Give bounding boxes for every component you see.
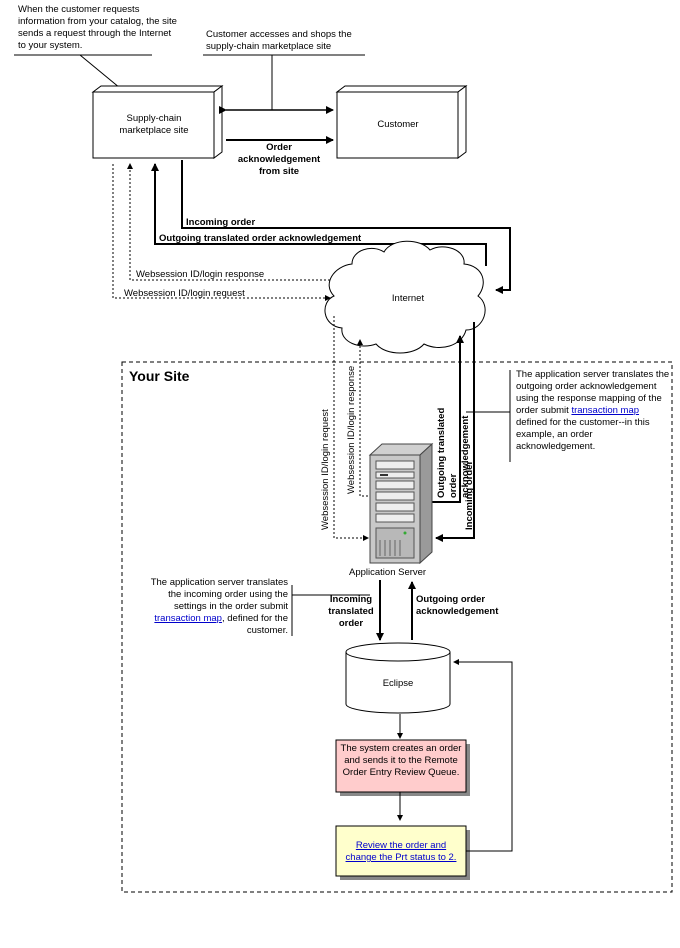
your-site-boundary [121,361,673,893]
eclipse-database [345,642,451,714]
transaction-map-link-outgoing[interactable]: transaction map [571,405,640,416]
server-icon [368,442,434,565]
translate-outgoing-text-post: defined for the customer--in this exampl… [516,417,650,452]
your-site-title: Your Site [129,368,190,384]
incoming-order-vertical [435,322,475,542]
translate-incoming-text-pre: The application server translates the in… [150,577,288,612]
websession-request-path [112,164,331,301]
outgoing-translated-ack-label: Outgoing translated order acknowledgemen… [159,233,362,244]
transaction-map-link-incoming[interactable]: transaction map [154,613,222,624]
eclipse-label: Eclipse [382,678,414,689]
marketplace-box [91,85,224,159]
translate-outgoing-note: The application server translates the ou… [516,369,672,453]
vertical-incoming-order-label: Incoming order [464,460,475,530]
outgoing-ack-path [151,163,487,266]
websession-response-vertical [357,339,368,497]
incoming-translated-order-label: Incoming translated order [328,594,374,629]
outgoing-order-ack-label: Outgoing order acknowledgement [416,594,499,617]
incoming-order-path [181,160,511,294]
translate-outgoing-text-pre: The application server translates the ou… [516,369,670,416]
customer-box [335,85,468,159]
internet-label: Internet [391,293,425,304]
system-creates-text: The system creates an order and sends it… [340,743,462,778]
incoming-order-label: Incoming order [186,217,256,228]
customer-request-note: When the customer requests information f… [18,4,177,51]
outgoing-translated-vertical [432,335,464,503]
websession-request-label: Websession ID/login request [124,288,245,299]
note-leader [79,54,121,89]
review-box [335,825,467,877]
review-order-link[interactable]: Review the order and change the Prt stat… [345,840,457,863]
customer-shops-note: Customer accesses and shops the supply-c… [206,29,352,52]
websession-response-path [127,163,350,281]
customer-label: Customer [377,119,419,130]
order-ack-from-site-label: Order acknowledgement from site [237,142,321,177]
translate-incoming-note: The application server translates the in… [138,577,288,637]
marketplace-label: Supply-chain marketplace site [119,113,189,136]
internet-cloud [324,240,486,354]
review-to-eclipse-loop [453,659,513,852]
websession-request-vertical [333,316,369,541]
vertical-websession-request-label: Websession ID/login request [320,409,331,530]
translate-incoming-text-post: , defined for the customer. [221,613,288,636]
app-server-label: Application Server [349,567,427,578]
vertical-websession-response-label: Websession ID/login response [346,365,357,494]
websession-response-label: Websession ID/login response [136,269,265,280]
queue-box [335,739,467,793]
